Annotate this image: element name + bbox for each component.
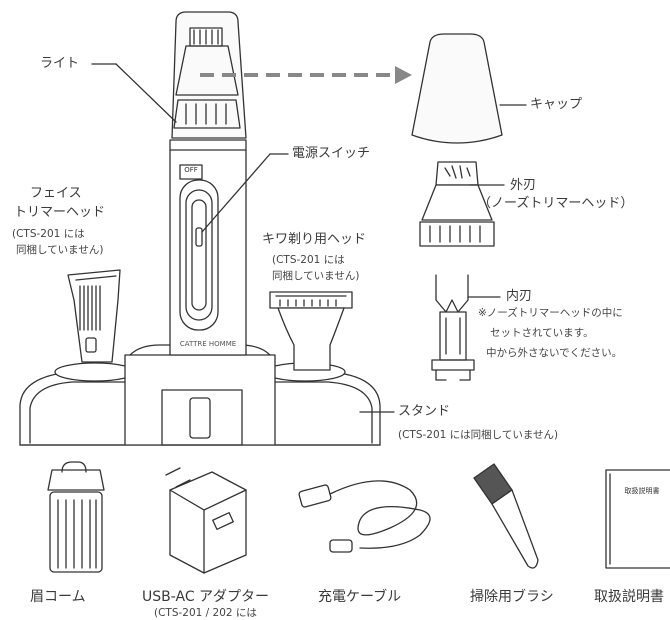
manual-cover-title: 取扱説明書 bbox=[624, 487, 660, 495]
inner-blade-label: 内刃 bbox=[506, 289, 533, 304]
cable-caption: 充電ケーブル bbox=[318, 589, 402, 605]
kiwa-head-note-2: 同梱していません) bbox=[272, 270, 360, 282]
inner-blade-drawing bbox=[431, 274, 475, 381]
inner-blade-note-3: 中から外さないでください。 bbox=[486, 347, 623, 359]
stand-note: (CTS-201 には同梱していません) bbox=[398, 429, 559, 441]
off-mark: OFF bbox=[184, 166, 198, 174]
kiwa-head-label: キワ剃り用ヘッド bbox=[262, 232, 367, 247]
adapter-drawing bbox=[165, 467, 247, 574]
light-label: ライト bbox=[40, 56, 80, 71]
comb-caption: 眉コーム bbox=[30, 589, 86, 605]
brush-drawing bbox=[473, 463, 539, 569]
face-head-note-2: 同梱していません) bbox=[16, 244, 104, 256]
face-head-label-2: トリマーヘッド bbox=[14, 205, 106, 220]
inner-blade-note-2: セットされています。 bbox=[490, 327, 594, 339]
adapter-caption: USB-AC アダプター bbox=[142, 589, 270, 605]
outer-blade-sub-label: （ノーズトリマーヘッド） bbox=[478, 196, 634, 211]
brand-mark: CATTRE HOMME bbox=[179, 340, 237, 348]
comb-drawing bbox=[47, 461, 105, 573]
outer-blade-drawing bbox=[419, 161, 495, 247]
trimmer-body-drawing bbox=[169, 11, 247, 356]
manual-drawing bbox=[605, 469, 670, 569]
face-trimmer-head-drawing bbox=[67, 269, 121, 363]
stand-drawing bbox=[19, 344, 381, 446]
face-head-label-1: フェイス bbox=[30, 186, 82, 201]
cap-label: キャップ bbox=[530, 97, 583, 112]
power-switch-label: 電源スイッチ bbox=[292, 146, 371, 161]
cable-drawing bbox=[298, 480, 431, 553]
stand-label: スタンド bbox=[398, 404, 451, 419]
inner-blade-note-1: ※ノーズトリマーヘッドの中に bbox=[478, 307, 623, 319]
kiwa-head-note-1: (CTS-201 には bbox=[272, 254, 345, 266]
cap-drawing bbox=[411, 33, 503, 144]
kiwa-head-drawing bbox=[269, 291, 353, 371]
adapter-note-1: (CTS-201 / 202 には bbox=[154, 607, 257, 619]
face-head-note-1: (CTS-201 には bbox=[12, 228, 85, 240]
manual-caption: 取扱説明書 bbox=[594, 589, 664, 605]
outer-blade-label: 外刃 bbox=[510, 178, 537, 193]
brush-caption: 掃除用ブラシ bbox=[470, 589, 554, 605]
